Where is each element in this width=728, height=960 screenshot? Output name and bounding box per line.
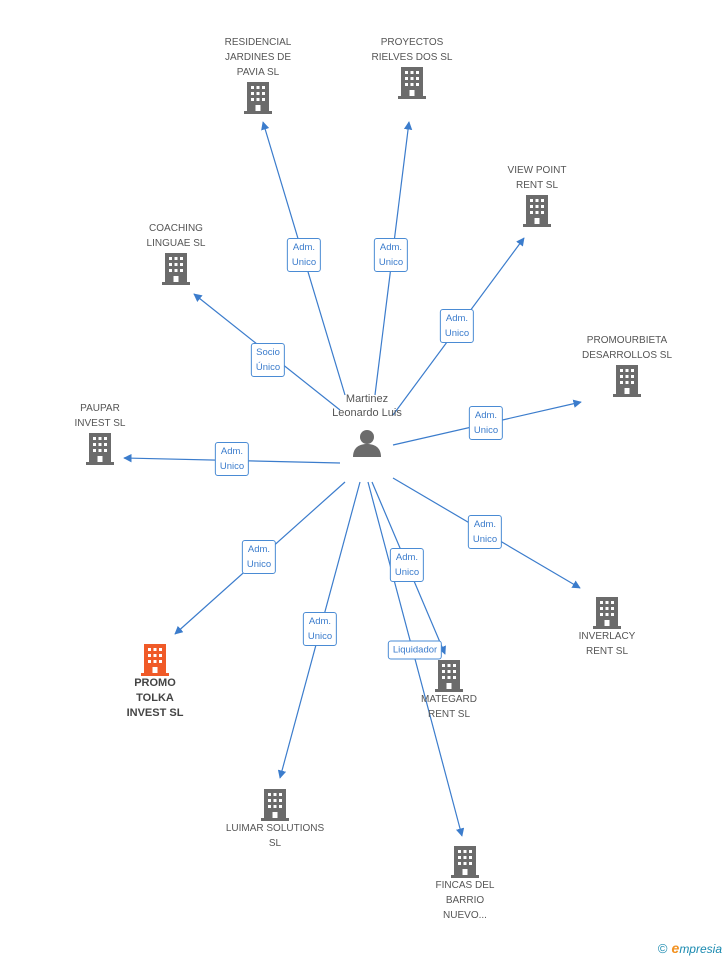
role-label-inverlacy[interactable]: Adm. Unico: [467, 515, 503, 549]
company-luimar[interactable]: LUIMAR SOLUTIONS SL: [225, 787, 325, 851]
company-label: INVERLACY RENT SL: [578, 631, 636, 657]
company-label: FINCAS DEL BARRIO NUEVO...: [435, 880, 495, 921]
role-label-viewpoint[interactable]: Adm. Unico: [439, 309, 475, 343]
building-icon: [141, 644, 169, 676]
company-viewpoint[interactable]: VIEW POINT RENT SL: [497, 163, 577, 227]
building-icon: [244, 82, 272, 114]
building-icon: [593, 597, 621, 629]
role-label-luimar[interactable]: Adm. Unico: [302, 612, 338, 646]
company-mategard[interactable]: MATEGARD RENT SL: [409, 658, 489, 722]
company-fincas[interactable]: FINCAS DEL BARRIO NUEVO...: [430, 844, 500, 923]
role-label-mategard[interactable]: Adm. Unico: [389, 548, 425, 582]
company-promo[interactable]: PROMO TOLKA INVEST SL: [120, 642, 190, 721]
building-icon: [613, 365, 641, 397]
role-label-paupar[interactable]: Adm. Unico: [214, 442, 250, 476]
role-label-residencial[interactable]: Adm. Unico: [286, 238, 322, 272]
role-label-proyectos[interactable]: Adm. Unico: [373, 238, 409, 272]
role-label-mategard-liquidador[interactable]: Liquidador: [387, 640, 443, 660]
person-node[interactable]: Martinez Leonardo Luis: [332, 392, 402, 458]
company-paupar[interactable]: PAUPAR INVEST SL: [65, 401, 135, 465]
person-icon: [353, 430, 381, 457]
company-label: PROMOURBIETA DESARROLLOS SL: [581, 335, 673, 361]
company-label: VIEW POINT RENT SL: [507, 165, 567, 191]
role-label-coaching[interactable]: Socio Único: [250, 343, 286, 377]
role-label-promo[interactable]: Adm. Unico: [241, 540, 277, 574]
company-label: LUIMAR SOLUTIONS SL: [225, 823, 325, 849]
company-proyectos[interactable]: PROYECTOS RIELVES DOS SL: [367, 35, 457, 99]
role-label-promourbieta[interactable]: Adm. Unico: [468, 406, 504, 440]
person-name: Martinez Leonardo Luis: [332, 393, 402, 419]
footer-brand: © empresia: [658, 940, 722, 956]
building-icon: [398, 67, 426, 99]
building-icon: [435, 660, 463, 692]
company-promourbieta[interactable]: PROMOURBIETA DESARROLLOS SL: [572, 333, 682, 397]
copyright-icon: ©: [657, 940, 668, 956]
building-icon: [451, 846, 479, 878]
company-label: RESIDENCIAL JARDINES DE PAVIA SL: [224, 37, 292, 78]
company-coaching[interactable]: COACHING LINGUAE SL: [131, 221, 221, 285]
company-label: PROYECTOS RIELVES DOS SL: [371, 37, 453, 63]
company-label: PROMO TOLKA INVEST SL: [126, 677, 184, 719]
company-label: PAUPAR INVEST SL: [74, 403, 126, 429]
brand-logo[interactable]: empresia: [671, 940, 722, 956]
building-icon: [162, 253, 190, 285]
company-inverlacy[interactable]: INVERLACY RENT SL: [567, 595, 647, 659]
company-residencial[interactable]: RESIDENCIAL JARDINES DE PAVIA SL: [213, 35, 303, 114]
company-label: MATEGARD RENT SL: [421, 694, 477, 720]
building-icon: [86, 433, 114, 465]
building-icon: [261, 789, 289, 821]
building-icon: [523, 195, 551, 227]
company-label: COACHING LINGUAE SL: [146, 223, 206, 249]
